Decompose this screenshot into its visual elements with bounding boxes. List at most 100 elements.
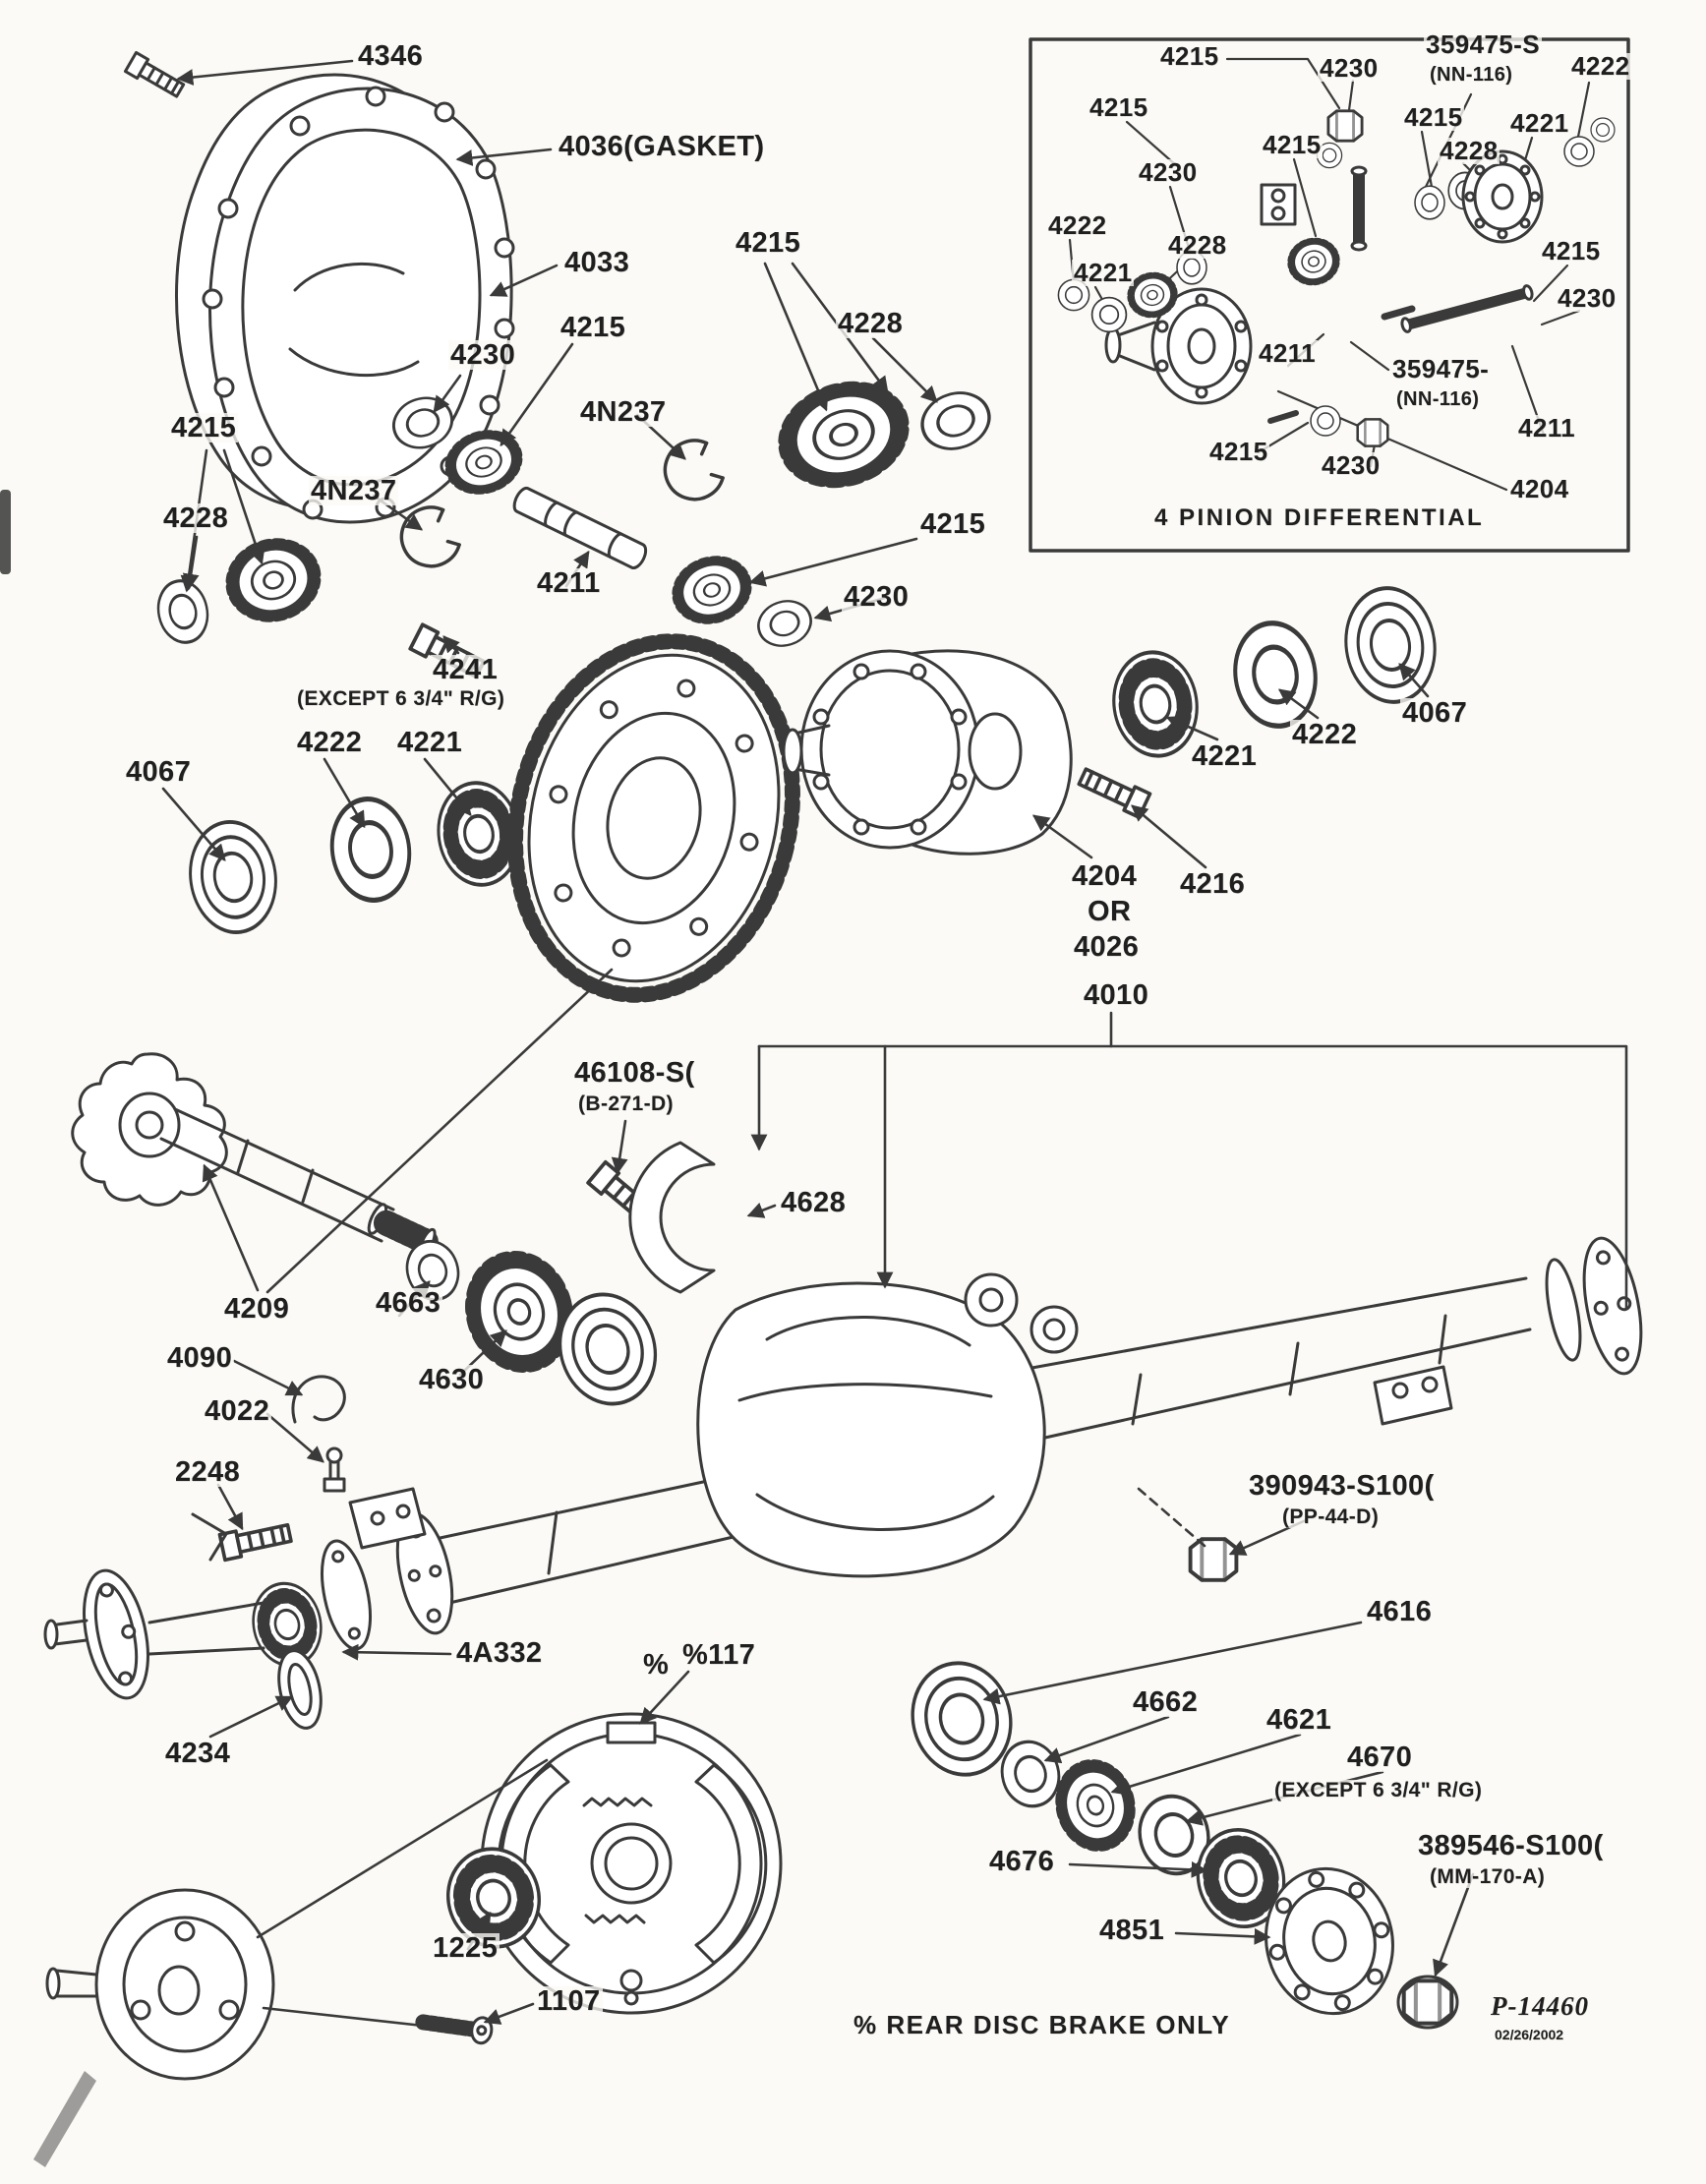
label-4616: 4616 xyxy=(1365,1596,1435,1627)
inset-4211-b: 4211 xyxy=(1516,413,1578,443)
inset-359475-a: 359475-S xyxy=(1424,30,1542,59)
inset-4-pinion-differential xyxy=(1029,37,1630,553)
inset-nn116-b: (NN-116) xyxy=(1394,388,1482,410)
label-4211-a: 4211 xyxy=(535,567,603,599)
inset-nn116-a: (NN-116) xyxy=(1428,64,1515,86)
label-pct-mark: % xyxy=(641,1649,672,1681)
label-4241: 4241 xyxy=(431,654,500,685)
hub-flange-4851 xyxy=(1265,1866,1394,2016)
inset-4215-e: 4215 xyxy=(1540,236,1603,266)
label-4215-b: 4215 xyxy=(559,312,628,343)
inset-4230-d: 4230 xyxy=(1320,450,1382,480)
label-4036-gasket: 4036(GASKET) xyxy=(557,131,767,162)
pinion-shaft-4211 xyxy=(512,486,648,569)
label-46108s: 46108-S( xyxy=(572,1057,697,1089)
label-4090: 4090 xyxy=(165,1342,235,1374)
spring-perch-left xyxy=(348,1487,427,1550)
label-4670: 4670 xyxy=(1345,1741,1415,1773)
inset-4221-b: 4221 xyxy=(1072,258,1135,287)
inset-caption: 4 PINION DIFFERENTIAL xyxy=(1152,504,1487,531)
label-or: OR xyxy=(1086,896,1134,927)
inset-4215-c: 4215 xyxy=(1261,130,1324,159)
inset-4215-a: 4215 xyxy=(1158,41,1221,71)
inset-4222-a: 4222 xyxy=(1569,51,1632,81)
label-1107: 1107 xyxy=(535,1985,603,2017)
inset-diff-case xyxy=(1104,287,1253,405)
inset-4215-b: 4215 xyxy=(1088,92,1150,122)
inset-4228-b: 4228 xyxy=(1166,230,1229,260)
label-4663: 4663 xyxy=(374,1287,443,1319)
inset-spider-block xyxy=(1260,183,1297,226)
inset-4230-b: 4230 xyxy=(1137,157,1200,187)
label-except-rg-a: (EXCEPT 6 3/4" R/G) xyxy=(295,687,507,711)
label-4204-a: 4204 xyxy=(1070,860,1140,892)
label-389546: 389546-S100( xyxy=(1416,1830,1606,1861)
inset-359475-b: 359475- xyxy=(1390,354,1492,384)
label-390943: 390943-S100( xyxy=(1247,1470,1437,1502)
label-4621: 4621 xyxy=(1265,1704,1334,1736)
inset-flange xyxy=(1461,149,1544,244)
label-4230-a: 4230 xyxy=(448,339,518,371)
inset-4211-a: 4211 xyxy=(1257,338,1319,368)
plate-date: 02/26/2002 xyxy=(1493,2027,1566,2042)
label-4n237-b: 4N237 xyxy=(309,475,399,506)
wheel-hub xyxy=(45,1888,494,2081)
differential-case-4204 xyxy=(782,649,1073,856)
label-4215-a: 4215 xyxy=(734,227,803,259)
label-pct-117: %117 xyxy=(680,1639,758,1671)
label-4228-a: 4228 xyxy=(836,308,906,339)
label-pp44d: (PP-44-D) xyxy=(1280,1505,1382,1529)
label-4215-d: 4215 xyxy=(918,508,988,540)
label-4662: 4662 xyxy=(1131,1686,1201,1718)
inset-4228-a: 4228 xyxy=(1438,136,1500,165)
inset-4215-f: 4215 xyxy=(1207,437,1270,466)
inset-4222-b: 4222 xyxy=(1046,210,1109,240)
label-4222-b: 4222 xyxy=(1290,719,1360,750)
label-4209: 4209 xyxy=(222,1293,292,1325)
nut-389546 xyxy=(1396,1975,1459,2030)
label-4a332: 4A332 xyxy=(454,1637,545,1669)
label-4026: 4026 xyxy=(1072,931,1142,963)
axle-housing-4010 xyxy=(43,1236,1643,1700)
inset-4215-d: 4215 xyxy=(1402,102,1465,132)
label-4022: 4022 xyxy=(203,1395,272,1427)
footnote-rear-disc: % REAR DISC BRAKE ONLY xyxy=(852,2010,1233,2039)
label-4234: 4234 xyxy=(163,1738,233,1769)
label-4630: 4630 xyxy=(417,1364,487,1395)
inset-4204: 4204 xyxy=(1508,474,1571,503)
label-2248: 2248 xyxy=(173,1456,243,1488)
retainer-4628 xyxy=(628,1141,716,1294)
label-4216: 4216 xyxy=(1178,868,1248,900)
vent-4022 xyxy=(323,1446,346,1493)
label-4228-b: 4228 xyxy=(161,502,231,534)
label-4230-b: 4230 xyxy=(842,581,912,613)
label-4010: 4010 xyxy=(1082,979,1151,1011)
plate-number: P-14460 xyxy=(1489,1991,1591,2021)
inset-pin xyxy=(1350,165,1368,252)
label-4628: 4628 xyxy=(779,1187,849,1218)
inset-4230-c: 4230 xyxy=(1556,283,1618,313)
label-4221-b: 4221 xyxy=(1190,740,1260,772)
label-4n237-a: 4N237 xyxy=(578,396,669,428)
label-4067-a: 4067 xyxy=(124,756,194,788)
inset-cross-shaft xyxy=(1400,284,1534,333)
differential-cover-and-gasket xyxy=(174,73,515,524)
label-4215-c: 4215 xyxy=(169,412,239,443)
bearing-retainer-parts xyxy=(586,1141,716,1294)
axle-seal-chain xyxy=(898,1650,1459,2030)
housing-center xyxy=(696,1281,1046,1578)
label-b271d: (B-271-D) xyxy=(576,1092,676,1116)
label-4851: 4851 xyxy=(1097,1915,1167,1946)
axle-shaft-4209 xyxy=(71,1052,439,1257)
brake-assembly xyxy=(438,1712,783,2015)
label-4222-a: 4222 xyxy=(295,727,365,758)
label-4033: 4033 xyxy=(562,247,632,278)
scan-artifacts xyxy=(0,490,96,2167)
label-1225: 1225 xyxy=(431,1932,500,1964)
label-4346: 4346 xyxy=(356,40,426,72)
ring-gear xyxy=(507,633,800,1003)
inset-4221-a: 4221 xyxy=(1508,108,1571,138)
